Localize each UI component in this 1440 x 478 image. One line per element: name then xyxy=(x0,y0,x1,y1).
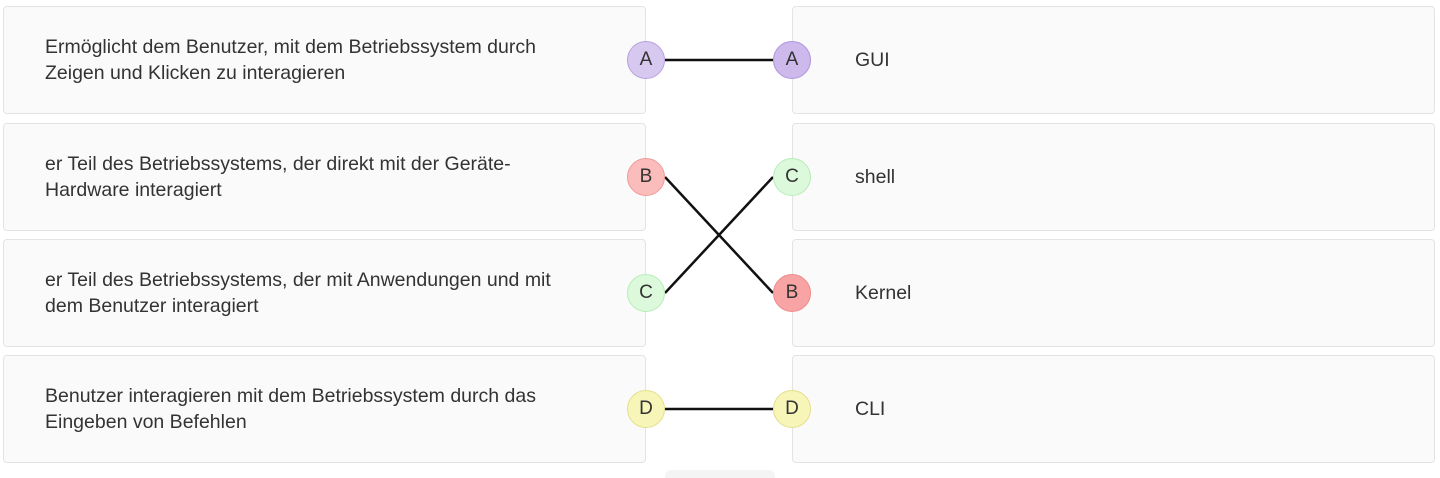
connection-line-c xyxy=(664,176,774,294)
right-card-cli: CLI xyxy=(792,355,1435,463)
right-match-dot-gui[interactable]: A xyxy=(773,41,811,79)
right-item-text: CLI xyxy=(855,398,886,420)
left-match-dot-b[interactable]: B xyxy=(627,158,665,196)
dot-letter: C xyxy=(785,166,799,187)
left-card-d: Benutzer interagieren mit dem Betriebssy… xyxy=(3,355,646,463)
right-match-dot-kernel[interactable]: B xyxy=(773,274,811,312)
right-card-gui: GUI xyxy=(792,6,1435,114)
left-item-text: Ermöglicht dem Benutzer, mit dem Betrieb… xyxy=(45,36,536,84)
left-card-a: Ermöglicht dem Benutzer, mit dem Betrieb… xyxy=(3,6,646,114)
right-match-dot-cli[interactable]: D xyxy=(773,390,811,428)
left-item-text: er Teil des Betriebssystems, der direkt … xyxy=(45,153,511,201)
right-item-text: shell xyxy=(855,166,896,188)
connection-line-b xyxy=(664,176,774,294)
dot-letter: B xyxy=(785,282,799,303)
dot-letter: A xyxy=(785,49,799,70)
right-card-shell: shell xyxy=(792,123,1435,231)
right-item-text: GUI xyxy=(855,49,890,71)
dot-letter: A xyxy=(639,49,653,70)
right-card-kernel: Kernel xyxy=(792,239,1435,347)
left-card-c: er Teil des Betriebssystems, der mit Anw… xyxy=(3,239,646,347)
dot-letter: C xyxy=(639,282,653,303)
right-item-text: Kernel xyxy=(855,282,912,304)
bottom-drag-handle xyxy=(665,470,775,478)
left-card-b: er Teil des Betriebssystems, der direkt … xyxy=(3,123,646,231)
left-item-text: Benutzer interagieren mit dem Betriebssy… xyxy=(45,385,536,433)
left-match-dot-a[interactable]: A xyxy=(627,41,665,79)
dot-letter: D xyxy=(785,398,799,419)
left-match-dot-d[interactable]: D xyxy=(627,390,665,428)
dot-letter: B xyxy=(639,166,653,187)
left-match-dot-c[interactable]: C xyxy=(627,274,665,312)
right-match-dot-shell[interactable]: C xyxy=(773,158,811,196)
left-item-text: er Teil des Betriebssystems, der mit Anw… xyxy=(45,269,551,317)
dot-letter: D xyxy=(639,398,653,419)
